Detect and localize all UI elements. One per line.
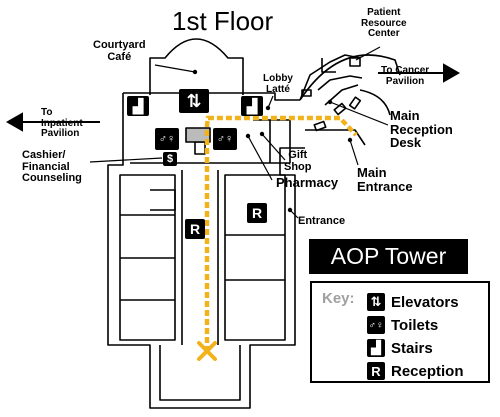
dot-pharmacy	[245, 133, 251, 139]
map-key: Key: ⇅ Elevators ♂♀ Toilets ▟ Stairs R R…	[310, 281, 490, 383]
left-wing-rooms	[120, 214, 175, 301]
courtyard-cafe-outline	[149, 38, 244, 95]
right-wing-rooms	[225, 234, 285, 281]
label-entrance: Entrance	[298, 215, 346, 227]
route-path	[204, 115, 358, 352]
tower-name-badge: AOP Tower	[309, 239, 468, 274]
south-lobby-outline	[159, 345, 241, 401]
right-wing-outline	[224, 174, 286, 341]
key-title: Key:	[322, 290, 355, 307]
kiosk-counter	[185, 127, 211, 143]
label-pharmacy: Pharmacy	[276, 175, 339, 190]
key-row-elevators: ⇅ Elevators	[367, 291, 459, 313]
you-are-here-marker	[197, 341, 217, 361]
reception-icon: R	[367, 362, 385, 380]
main-entrance-walls	[305, 129, 366, 146]
key-row-stairs: ▟ Stairs	[367, 337, 433, 359]
toilet-icon: ♂♀	[155, 128, 179, 150]
central-corridor-walls	[181, 170, 219, 345]
left-alcove	[150, 189, 176, 211]
toilet-icon: ♂♀	[213, 128, 237, 150]
floor-title: 1st Floor	[172, 6, 274, 36]
dot-main-entrance	[347, 137, 353, 143]
pointer-reception-desk	[329, 101, 389, 126]
reception-desk-lines	[317, 75, 363, 106]
arrow-to-inpatient-head	[5, 112, 23, 132]
pointer-cashier	[89, 157, 163, 163]
info-kiosk	[194, 141, 206, 155]
elevator-icon: ⇅	[179, 89, 209, 113]
cashier-icon: $	[163, 152, 177, 166]
reception-roof-line	[299, 54, 361, 101]
stairs-icon: ▟	[367, 339, 385, 357]
pointer-gift-shop	[261, 133, 286, 161]
pointer-pharmacy	[247, 135, 273, 181]
dot-gift-shop	[259, 131, 265, 137]
key-row-reception: R Reception	[367, 360, 464, 382]
dot-lobby-latte	[265, 105, 271, 111]
reception-outer-curve	[299, 54, 401, 101]
reception-icon: R	[185, 219, 205, 239]
arrow-to-cancer-head	[443, 63, 461, 83]
elevator-icon: ⇅	[367, 293, 385, 311]
dot-reception-desk	[327, 99, 333, 105]
resource-center-box	[349, 57, 361, 67]
pointer-courtyard-cafe	[154, 64, 196, 73]
entrance-door-1	[313, 120, 327, 132]
stairs-icon: ▟	[127, 96, 149, 116]
reception-inner-curve	[359, 89, 391, 116]
entrance-door-3	[348, 96, 362, 110]
dot-entrance	[287, 207, 293, 213]
entrance-door-4	[301, 89, 312, 97]
pointer-resource-center	[355, 46, 381, 61]
reception-icon: R	[247, 203, 267, 223]
pointer-main-entrance	[349, 139, 359, 166]
dot-courtyard-cafe	[192, 69, 198, 75]
left-wing-outline	[119, 174, 176, 341]
stairs-icon: ▟	[241, 96, 263, 116]
resource-center-wall	[321, 58, 336, 73]
entrance-door-2	[333, 102, 347, 116]
key-row-toilets: ♂♀ Toilets	[367, 316, 439, 334]
toilet-icon: ♂♀	[367, 316, 385, 334]
